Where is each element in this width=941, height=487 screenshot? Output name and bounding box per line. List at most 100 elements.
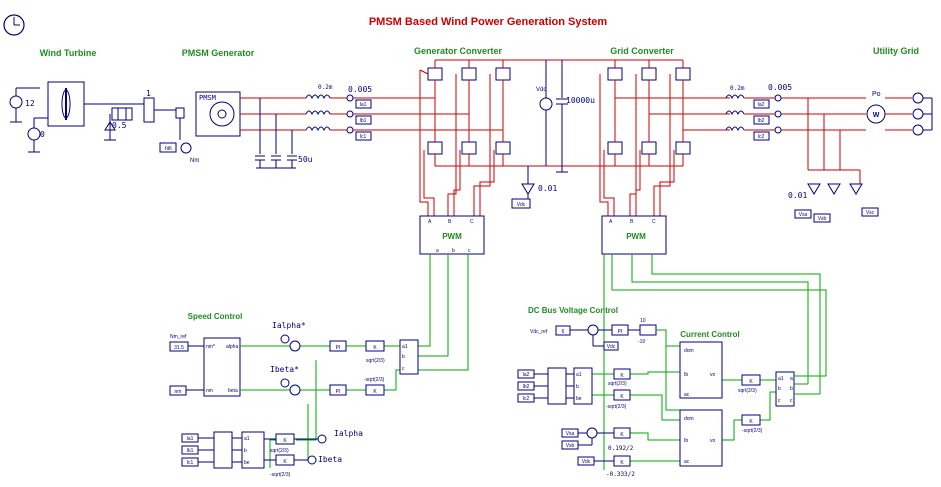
gen-current-label: Ic1 xyxy=(360,134,367,140)
grid-voltage-gains[interactable] xyxy=(794,183,879,223)
dc-capacitor[interactable] xyxy=(556,60,568,173)
dc-cap-value: 10000u xyxy=(566,96,595,105)
sqrt-pos-label: sqrt(2/3) xyxy=(270,448,289,454)
dc-k-label: K xyxy=(620,460,624,466)
gen-current-sensors[interactable] xyxy=(346,94,372,141)
cc1-dom: dom xyxy=(684,348,694,354)
grid-gain-value: 0.01 xyxy=(788,191,807,200)
sqrt-neg-label: -sqrt(2/3) xyxy=(364,377,385,383)
pwm-generator[interactable] xyxy=(419,215,485,255)
pitch-source[interactable] xyxy=(27,117,48,153)
gain1-label: 0.192/2 xyxy=(608,445,634,452)
grid-current-label: Ia2 xyxy=(758,102,765,108)
speed-block-in2: nm xyxy=(206,388,213,394)
speed-ref-source[interactable] xyxy=(169,341,204,352)
current-controller-2[interactable] xyxy=(679,409,723,467)
wind-turbine-block[interactable] xyxy=(47,81,85,127)
gen-filter-caps[interactable] xyxy=(255,98,297,169)
speed-meas-label: Ia1 xyxy=(187,436,194,442)
grid-inductors[interactable] xyxy=(725,94,745,132)
nm-input-label: nm xyxy=(164,145,172,152)
pwm-grid-label: PWM xyxy=(626,232,646,241)
gen-resistor-label: 0.2m xyxy=(318,84,333,91)
ialpha-label: Ialpha xyxy=(334,429,363,438)
vsa-label: Vsa xyxy=(799,212,808,218)
cc-abc-in: c xyxy=(778,398,781,404)
ibeta-probe[interactable] xyxy=(294,455,317,465)
pi-label: PI xyxy=(336,345,341,351)
grid-resistor-value: 0.005 xyxy=(768,83,792,92)
section-wind-turbine: Wind Turbine xyxy=(40,48,97,58)
speed-sensor[interactable] xyxy=(175,107,185,140)
dc-ab-out: be xyxy=(576,396,582,402)
dc-voltage-inputs[interactable] xyxy=(561,427,631,467)
vsab-label: Vsa xyxy=(566,431,575,437)
nm-ref-label: Nm_ref xyxy=(170,334,187,340)
vdc2-label: Vdc xyxy=(582,459,591,465)
pwm-generator-grid[interactable] xyxy=(601,215,667,255)
gen-cap-value: 50u xyxy=(298,155,313,164)
cc-k-label: K xyxy=(749,419,753,425)
grid-converter-bridge[interactable] xyxy=(607,67,691,155)
gen-current-label: Ia1 xyxy=(360,102,367,108)
grid-voltage-sense xyxy=(807,98,861,184)
dc-k-label: K xyxy=(620,432,624,438)
ialpha-probe[interactable] xyxy=(294,434,327,444)
gen-phase-lines xyxy=(240,97,420,131)
speed-summers[interactable] xyxy=(280,334,301,396)
speed-block-out1: alpha xyxy=(226,344,238,350)
vdc-summer[interactable] xyxy=(587,324,619,351)
dc-ab-out: b xyxy=(576,384,579,390)
wind-speed-source[interactable] xyxy=(9,87,40,123)
vdc-ref-source[interactable] xyxy=(555,325,588,336)
speed-pi-blocks[interactable] xyxy=(329,340,385,396)
cc2-ib: Ib xyxy=(684,438,688,444)
pwm-port: b xyxy=(452,248,455,254)
cc1-vo: vo xyxy=(710,372,716,378)
generator-converter-bridge[interactable] xyxy=(427,67,511,155)
nm-measure[interactable] xyxy=(159,142,192,154)
cc-k-blocks[interactable] xyxy=(741,374,761,426)
section-pmsm-generator: PMSM Generator xyxy=(182,48,255,58)
vsc-label: Vsc xyxy=(866,210,875,216)
dc-grid-label: Ia2 xyxy=(523,372,530,378)
cc-abc-out: b xyxy=(790,386,793,392)
grid-current-sensors[interactable] xyxy=(753,94,782,141)
gen-inductors[interactable] xyxy=(305,94,331,132)
nm-output-label: Nm xyxy=(190,158,199,164)
speed-nm-input[interactable] xyxy=(169,385,204,396)
dc-ab-out: a1 xyxy=(576,372,582,378)
page-title: PMSM Based Wind Power Generation System xyxy=(369,16,608,28)
cc-abc-out: a xyxy=(790,376,793,382)
pmsm-machine[interactable] xyxy=(195,91,241,137)
section-grid-converter: Grid Converter xyxy=(610,46,674,56)
gear-box[interactable] xyxy=(104,107,133,141)
cc2-vo: vo xyxy=(710,438,716,444)
speed-controller-block[interactable] xyxy=(203,337,241,397)
vdc-pi-limiter[interactable] xyxy=(598,324,657,336)
cc-abc-transform[interactable] xyxy=(775,371,795,407)
clock-icon[interactable] xyxy=(3,14,25,36)
pwm-grid-pin: A xyxy=(609,219,613,225)
vsab-label: Vsb xyxy=(566,443,575,449)
current-controller-1[interactable] xyxy=(679,341,723,399)
speed-block-in1: nm* xyxy=(206,344,215,350)
dc-k-label: K xyxy=(620,394,624,400)
ab-out: be xyxy=(244,460,250,466)
vdc-ref-label: Vdc_ref xyxy=(530,329,548,335)
grid-current-label: Ib2 xyxy=(758,118,765,124)
pwm-pin: C xyxy=(470,219,474,225)
k-label: K xyxy=(373,345,377,351)
abc-in: a1 xyxy=(402,344,408,350)
dc-voltmeter[interactable] xyxy=(539,60,553,166)
speed-abc-transform[interactable] xyxy=(399,339,419,375)
shaft-coupler[interactable] xyxy=(143,97,176,123)
wind-speed-value: 12 xyxy=(25,99,35,108)
pwm-label: PWM xyxy=(442,232,462,241)
pwm-grid-pin: B xyxy=(630,219,634,225)
vdc-gain[interactable] xyxy=(511,166,535,209)
po-label: Po xyxy=(872,91,881,98)
cc2-ac: ac xyxy=(684,459,690,465)
grid-voltage-sources[interactable] xyxy=(912,92,933,136)
